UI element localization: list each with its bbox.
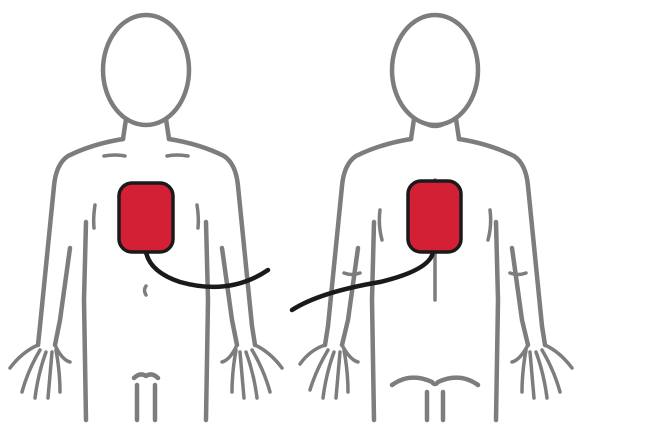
front-legs bbox=[134, 374, 158, 420]
back-pad-cable bbox=[292, 252, 433, 310]
front-right-hand bbox=[222, 345, 282, 398]
front-left-hand bbox=[10, 345, 70, 398]
front-collarbones bbox=[104, 155, 188, 156]
back-left-hand bbox=[300, 345, 358, 398]
front-head bbox=[103, 15, 189, 125]
back-electrode-pad bbox=[408, 181, 461, 252]
back-right-hand bbox=[512, 345, 572, 398]
back-buttocks bbox=[392, 378, 478, 420]
front-electrode-pad bbox=[119, 183, 173, 252]
back-head bbox=[392, 15, 478, 125]
front-navel bbox=[145, 286, 147, 295]
